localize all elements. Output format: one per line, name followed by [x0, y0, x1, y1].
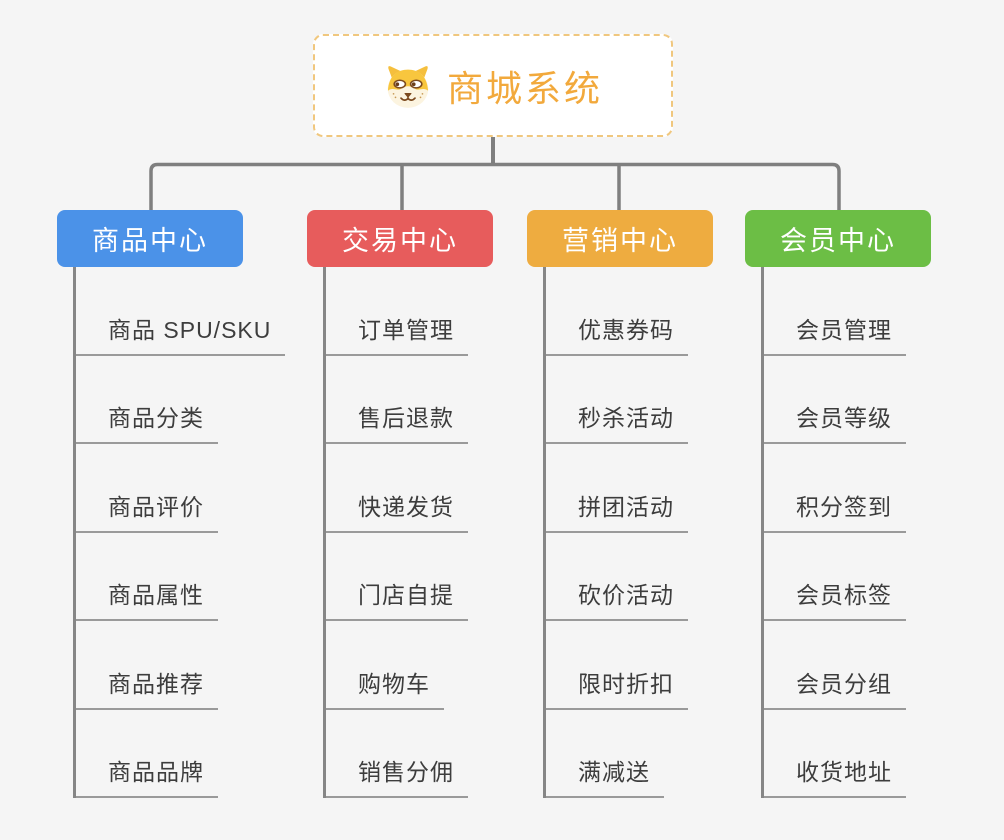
branch-product-center: 商品中心 商品 SPU/SKU 商品分类 商品评价 商品属性 商品推荐 商品品牌: [57, 210, 286, 798]
child-node[interactable]: 商品推荐: [76, 621, 218, 710]
branch-children-marketing-center: 优惠券码 秒杀活动 拼团活动 砍价活动 限时折扣 满减送: [543, 267, 713, 798]
child-node[interactable]: 订单管理: [326, 267, 468, 356]
child-node[interactable]: 会员等级: [764, 356, 906, 444]
child-node[interactable]: 门店自提: [326, 533, 468, 621]
branch-header-trade-center[interactable]: 交易中心: [307, 210, 493, 267]
branch-member-center: 会员中心 会员管理 会员等级 积分签到 会员标签 会员分组 收货地址: [745, 210, 931, 798]
branch-marketing-center: 营销中心 优惠券码 秒杀活动 拼团活动 砍价活动 限时折扣 满减送: [527, 210, 713, 798]
child-node[interactable]: 商品评价: [76, 444, 218, 533]
child-node[interactable]: 快递发货: [326, 444, 468, 533]
branch-trade-center: 交易中心 订单管理 售后退款 快递发货 门店自提 购物车 销售分佣: [307, 210, 493, 798]
connector-bus: [149, 162, 841, 210]
child-node[interactable]: 积分签到: [764, 444, 906, 533]
branch-children-product-center: 商品 SPU/SKU 商品分类 商品评价 商品属性 商品推荐 商品品牌: [73, 267, 286, 798]
branch-children-trade-center: 订单管理 售后退款 快递发货 门店自提 购物车 销售分佣: [323, 267, 493, 798]
child-node[interactable]: 秒杀活动: [546, 356, 688, 444]
child-node[interactable]: 满减送: [546, 710, 664, 798]
child-node[interactable]: 限时折扣: [546, 621, 688, 710]
child-node[interactable]: 商品分类: [76, 356, 218, 444]
child-node[interactable]: 会员管理: [764, 267, 906, 356]
child-node[interactable]: 优惠券码: [546, 267, 688, 356]
child-node[interactable]: 砍价活动: [546, 533, 688, 621]
child-node[interactable]: 售后退款: [326, 356, 468, 444]
branch-header-member-center[interactable]: 会员中心: [745, 210, 931, 267]
child-node[interactable]: 商品 SPU/SKU: [76, 267, 286, 356]
root-title: 商城系统: [446, 67, 603, 109]
child-node[interactable]: 拼团活动: [546, 444, 688, 533]
branch-header-marketing-center[interactable]: 营销中心: [527, 210, 713, 267]
child-node[interactable]: 会员分组: [764, 621, 906, 710]
child-node[interactable]: 商品品牌: [76, 710, 218, 798]
child-node[interactable]: 收货地址: [764, 710, 906, 798]
branch-children-member-center: 会员管理 会员等级 积分签到 会员标签 会员分组 收货地址: [761, 267, 931, 798]
dog-face-icon: [387, 65, 429, 108]
child-node[interactable]: 购物车: [326, 621, 444, 710]
child-node[interactable]: 销售分佣: [326, 710, 468, 798]
root-node[interactable]: 商城系统: [313, 34, 673, 137]
child-node[interactable]: 会员标签: [764, 533, 906, 621]
branch-header-product-center[interactable]: 商品中心: [57, 210, 243, 267]
child-node[interactable]: 商品属性: [76, 533, 218, 621]
